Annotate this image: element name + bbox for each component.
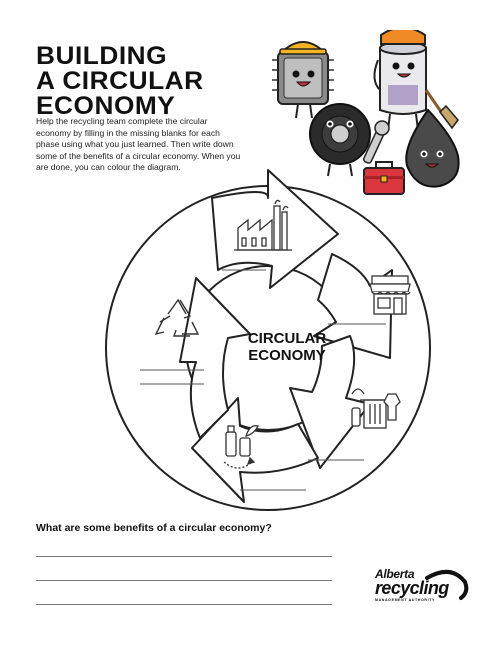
answer-line-1[interactable] bbox=[36, 556, 332, 557]
center-label-line-1: CIRCULAR bbox=[247, 330, 327, 347]
store-icon bbox=[369, 275, 411, 315]
waste-bin-icon bbox=[351, 388, 401, 429]
logo-main-text: recycling bbox=[375, 578, 449, 598]
toolbox-icon bbox=[363, 161, 405, 195]
title-line-3: ECONOMY bbox=[36, 92, 176, 120]
page-title: BUILDING A CIRCULAR ECONOMY bbox=[36, 44, 278, 119]
intro-text: Help the recycling team complete the cir… bbox=[36, 116, 241, 173]
alberta-recycling-logo: Alberta recycling MANAGEMENT AUTHORITY bbox=[375, 568, 475, 608]
logo-top-text: Alberta bbox=[375, 567, 415, 581]
answer-line-3[interactable] bbox=[36, 604, 332, 605]
recycle-icon bbox=[154, 298, 200, 337]
oil-drop-mascot-icon bbox=[405, 108, 460, 188]
arrow-left bbox=[179, 277, 251, 439]
circular-economy-diagram bbox=[105, 169, 431, 511]
benefits-question: What are some benefits of a circular eco… bbox=[36, 522, 272, 534]
tire-mascot-icon bbox=[309, 103, 371, 177]
paint-can-mascot-icon bbox=[373, 30, 459, 131]
answer-line-2[interactable] bbox=[36, 580, 332, 581]
logo-swoosh-icon bbox=[425, 570, 469, 600]
chip-mascot-icon bbox=[272, 41, 334, 119]
factory-icon bbox=[234, 199, 292, 251]
reuse-bottles-icon bbox=[223, 425, 259, 469]
wrench-icon bbox=[363, 120, 390, 164]
recycling-team-mascots bbox=[272, 30, 460, 195]
center-label: CIRCULAR ECONOMY bbox=[232, 330, 342, 364]
center-label-line-2: ECONOMY bbox=[248, 347, 326, 364]
logo-sub-text: MANAGEMENT AUTHORITY bbox=[375, 598, 435, 602]
arrow-bottom bbox=[191, 397, 319, 503]
arrow-bottom-right bbox=[289, 335, 371, 469]
title-line-2: A CIRCULAR bbox=[36, 67, 204, 95]
title-line-1: BUILDING bbox=[36, 42, 168, 70]
